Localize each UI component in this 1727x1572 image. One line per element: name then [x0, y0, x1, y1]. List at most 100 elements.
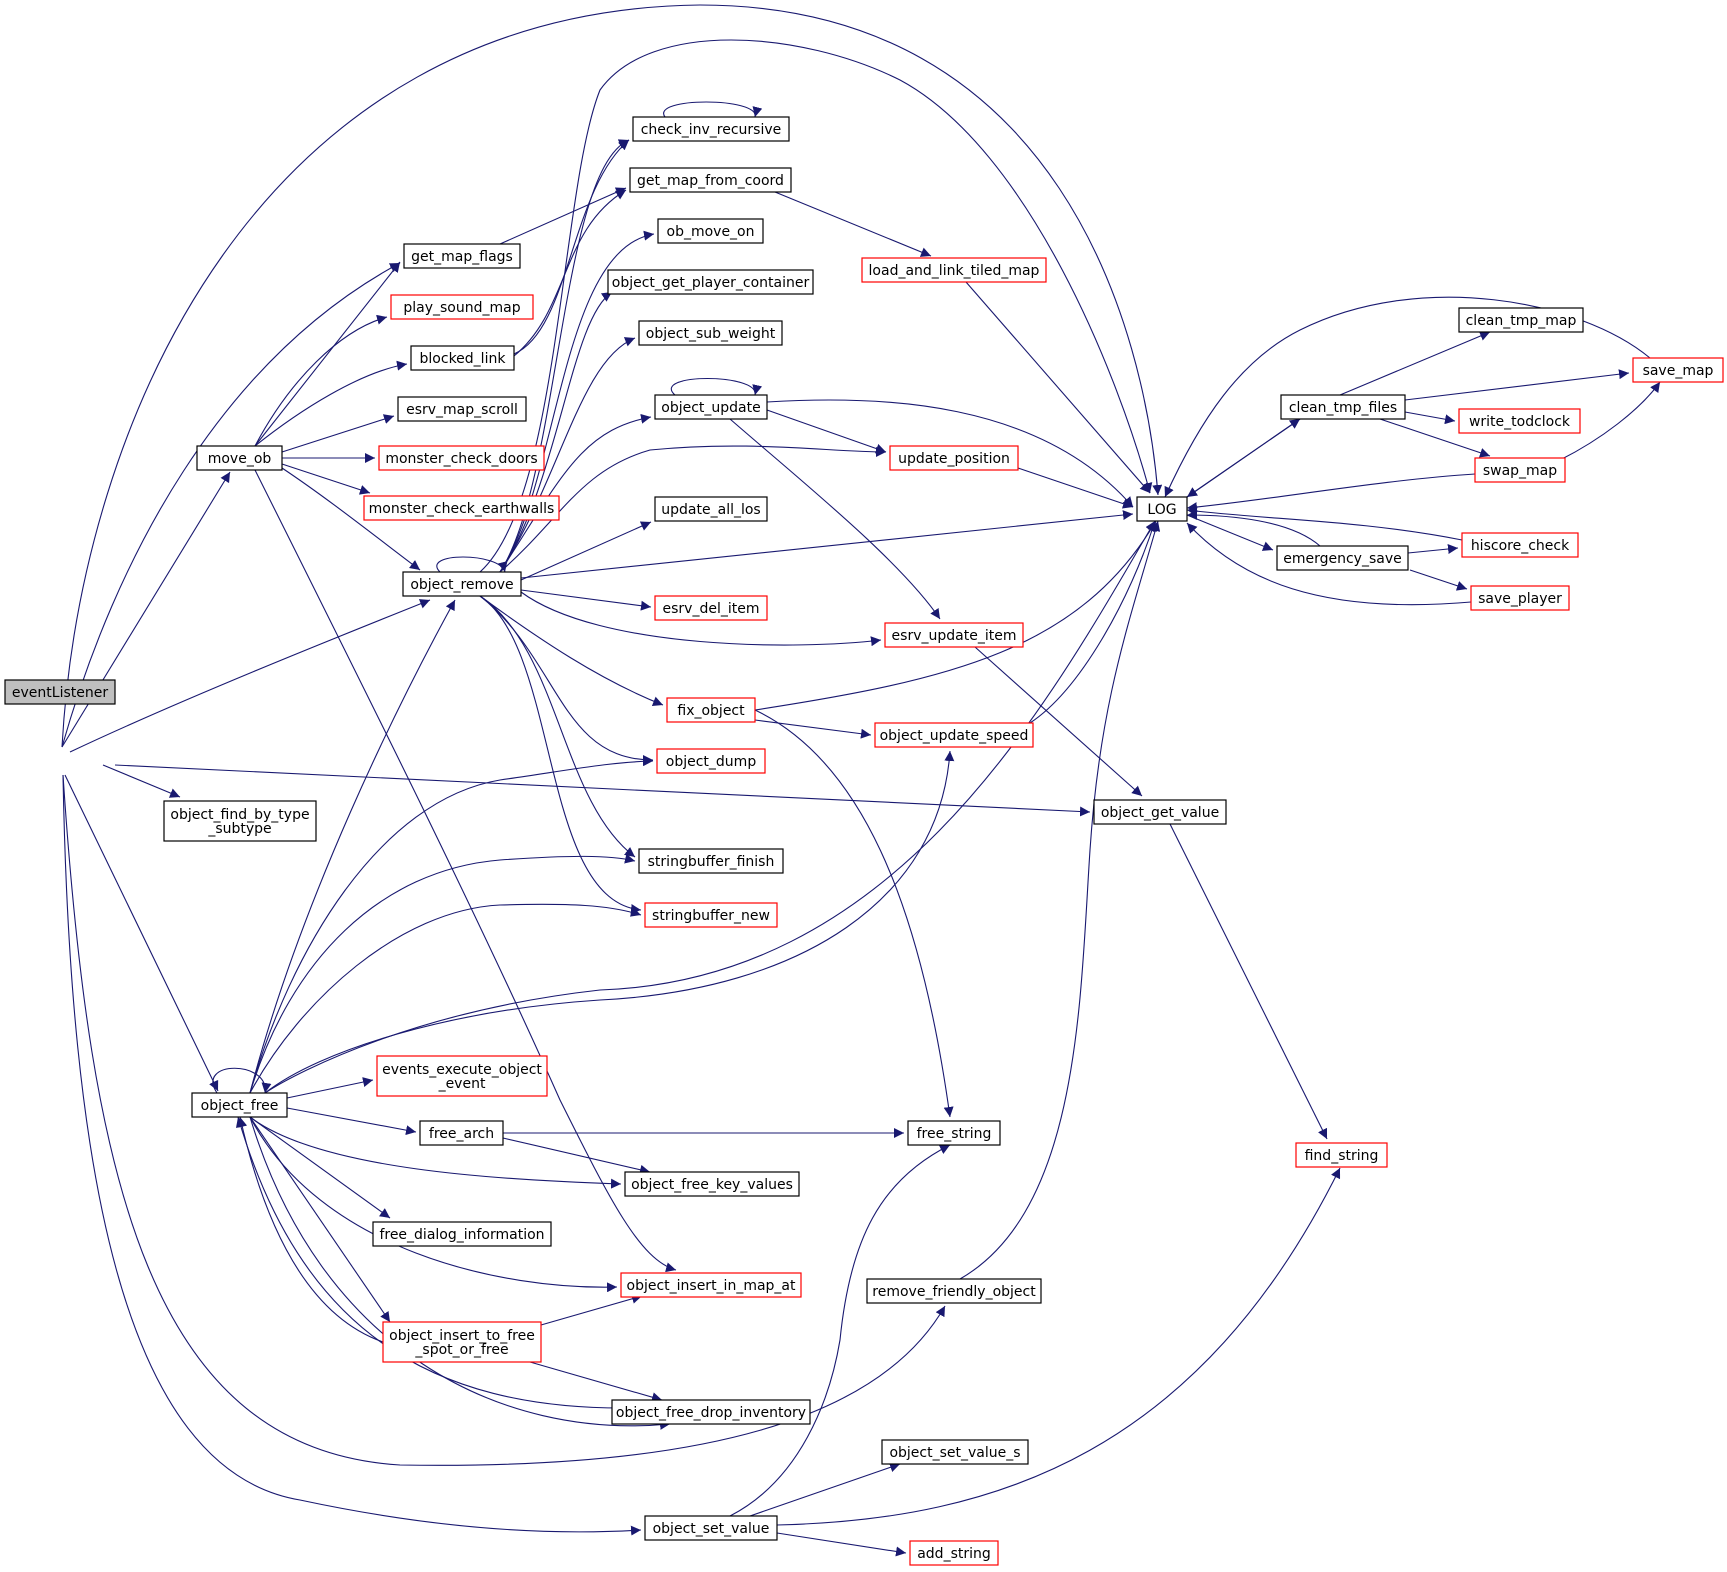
call-edge-LOG-to-clean_tmp_files: [1186, 418, 1301, 498]
call-edge-update_position-to-LOG: [1017, 467, 1134, 509]
call-edge-remove_friendly_object-to-LOG: [959, 520, 1161, 1280]
node-object-remove[interactable]: object_remove: [402, 571, 522, 597]
node-box: [861, 257, 1047, 283]
node-box: [1093, 799, 1227, 825]
node-get-map-flags[interactable]: get_map_flags: [403, 243, 521, 269]
node-LOG[interactable]: LOG: [1136, 496, 1188, 522]
call-edge-move_ob-to-object_insert_in_map_at: [254, 469, 677, 1273]
node-object-set-value-s[interactable]: object_set_value_s: [881, 1439, 1029, 1465]
call-edge-object_update_speed-to-LOG: [1029, 520, 1157, 724]
node-check-inv-recursive[interactable]: check_inv_recursive: [632, 116, 790, 142]
call-edge-object_free_drop_inventory-to-object_free: [235, 1116, 631, 1409]
call-edge-blocked_link-to-get_map_from_coord: [513, 189, 627, 357]
node-label: object_sub_weight: [646, 326, 776, 342]
node-object-set-value[interactable]: object_set_value: [644, 1515, 778, 1541]
node-object-free-key-values[interactable]: object_free_key_values: [624, 1171, 800, 1197]
call-edge-hiscore_check-to-LOG: [1186, 506, 1463, 541]
node-box: [632, 116, 790, 142]
call-edge-eventListener-to-move_ob: [61, 471, 231, 748]
node-esrv-del-item[interactable]: esrv_del_item: [654, 595, 768, 621]
node-fix-object[interactable]: fix_object: [666, 697, 756, 723]
node-free-string[interactable]: free_string: [907, 1120, 1001, 1146]
node-label: object_free_key_values: [631, 1177, 793, 1193]
call-edge-move_ob-to-monster_check_earthwalls: [281, 463, 371, 495]
call-edge-eventListener-to-object_get_value: [114, 764, 1091, 817]
call-edge-object_free-to-stringbuffer_finish: [249, 853, 636, 1094]
node-monster-check-earthwalls[interactable]: monster_check_earthwalls: [363, 495, 560, 521]
node-hiscore-check[interactable]: hiscore_check: [1461, 532, 1579, 558]
node-object-get-value[interactable]: object_get_value: [1093, 799, 1227, 825]
node-save-map[interactable]: save_map: [1632, 357, 1724, 383]
node-label: clean_tmp_files: [1289, 400, 1397, 416]
call-edge-object_free-to-object_update_speed: [264, 750, 955, 1094]
node-object-find-by-type-subtype[interactable]: object_find_by_type_subtype: [163, 800, 317, 842]
node-clean-tmp-files[interactable]: clean_tmp_files: [1280, 394, 1406, 420]
node-box: [644, 1515, 778, 1541]
node-object-update-speed[interactable]: object_update_speed: [874, 722, 1034, 748]
call-edge-object_remove-to-object_get_player_container: [499, 291, 613, 573]
call-edge-clean_tmp_files-to-clean_tmp_map: [1339, 331, 1491, 396]
node-label: object_get_player_container: [612, 275, 810, 291]
node-get-map-from-coord[interactable]: get_map_from_coord: [629, 167, 792, 193]
node-box: [624, 1171, 800, 1197]
node-object-get-player-container[interactable]: object_get_player_container: [607, 269, 814, 295]
node-esrv-map-scroll[interactable]: esrv_map_scroll: [397, 396, 527, 422]
node-clean-tmp-map[interactable]: clean_tmp_map: [1458, 307, 1584, 333]
call-edge-object_remove-to-update_all_los: [520, 521, 652, 581]
node-remove-friendly-object[interactable]: remove_friendly_object: [866, 1278, 1042, 1304]
node-free-arch[interactable]: free_arch: [419, 1120, 504, 1146]
call-edge-object_set_value-to-object_set_value_s: [749, 1462, 901, 1517]
node-object-dump[interactable]: object_dump: [656, 748, 766, 774]
node-ob-move-on[interactable]: ob_move_on: [657, 218, 764, 244]
node-free-dialog-information[interactable]: free_dialog_information: [372, 1221, 552, 1247]
node-box: [611, 1399, 811, 1425]
node-stringbuffer-new[interactable]: stringbuffer_new: [644, 902, 778, 928]
call-edge-clean_tmp_files-to-write_todclock: [1404, 411, 1456, 425]
node-load-and-link-tiled-map[interactable]: load_and_link_tiled_map: [861, 257, 1047, 283]
node-box: [1276, 545, 1409, 571]
call-edge-object_set_value-to-free_string: [729, 1144, 951, 1517]
node-object-insert-to-free-spot-or-free[interactable]: object_insert_to_free_spot_or_free: [382, 1321, 542, 1363]
node-object-free[interactable]: object_free: [191, 1092, 288, 1118]
node-label: object_get_value: [1101, 805, 1219, 821]
node-blocked-link[interactable]: blocked_link: [410, 345, 515, 371]
node-label: events_execute_object: [382, 1062, 542, 1078]
node-box: [866, 1278, 1042, 1304]
node-esrv-update-item[interactable]: esrv_update_item: [884, 622, 1024, 648]
node-box: [654, 394, 768, 420]
node-write-todclock[interactable]: write_todclock: [1458, 408, 1581, 434]
node-box: [196, 445, 283, 471]
node-object-insert-in-map-at[interactable]: object_insert_in_map_at: [620, 1272, 802, 1298]
node-update-position[interactable]: update_position: [889, 445, 1019, 471]
node-box: [884, 622, 1024, 648]
node-stringbuffer-finish[interactable]: stringbuffer_finish: [638, 848, 784, 874]
node-box: [620, 1272, 802, 1298]
node-eventListener[interactable]: eventListener: [4, 679, 116, 705]
node-box: [666, 697, 756, 723]
call-edge-get_map_flags-to-get_map_from_coord: [499, 187, 627, 245]
node-object-sub-weight[interactable]: object_sub_weight: [638, 320, 783, 346]
node-move-ob[interactable]: move_ob: [196, 445, 283, 471]
call-edge-object_free-to-object_free_drop_inventory: [249, 1116, 671, 1430]
node-play-sound-map[interactable]: play_sound_map: [390, 294, 534, 320]
node-swap-map[interactable]: swap_map: [1474, 457, 1566, 483]
node-label: update_position: [898, 451, 1010, 467]
node-label: object_free: [201, 1098, 279, 1114]
node-find-string[interactable]: find_string: [1295, 1142, 1388, 1168]
node-add-string[interactable]: add_string: [909, 1540, 999, 1566]
node-monster-check-doors[interactable]: monster_check_doors: [378, 445, 545, 471]
node-events-execute-object-event[interactable]: events_execute_object_event: [376, 1055, 548, 1097]
node-label: object_insert_in_map_at: [627, 1278, 797, 1294]
node-box: [397, 396, 527, 422]
node-save-player[interactable]: save_player: [1470, 585, 1570, 611]
node-label: clean_tmp_map: [1466, 313, 1577, 329]
node-emergency-save[interactable]: emergency_save: [1276, 545, 1409, 571]
node-object-free-drop-inventory[interactable]: object_free_drop_inventory: [611, 1399, 811, 1425]
call-edge-object_set_value-to-find_string: [776, 1167, 1341, 1526]
node-object-update[interactable]: object_update: [654, 394, 768, 420]
node-update-all-los[interactable]: update_all_los: [654, 496, 768, 522]
node-layer: eventListener get_map_flags play_sound_map…: [4, 116, 1724, 1566]
call-edge-emergency_save-to-hiscore_check: [1407, 544, 1459, 554]
node-label: fix_object: [677, 703, 745, 719]
